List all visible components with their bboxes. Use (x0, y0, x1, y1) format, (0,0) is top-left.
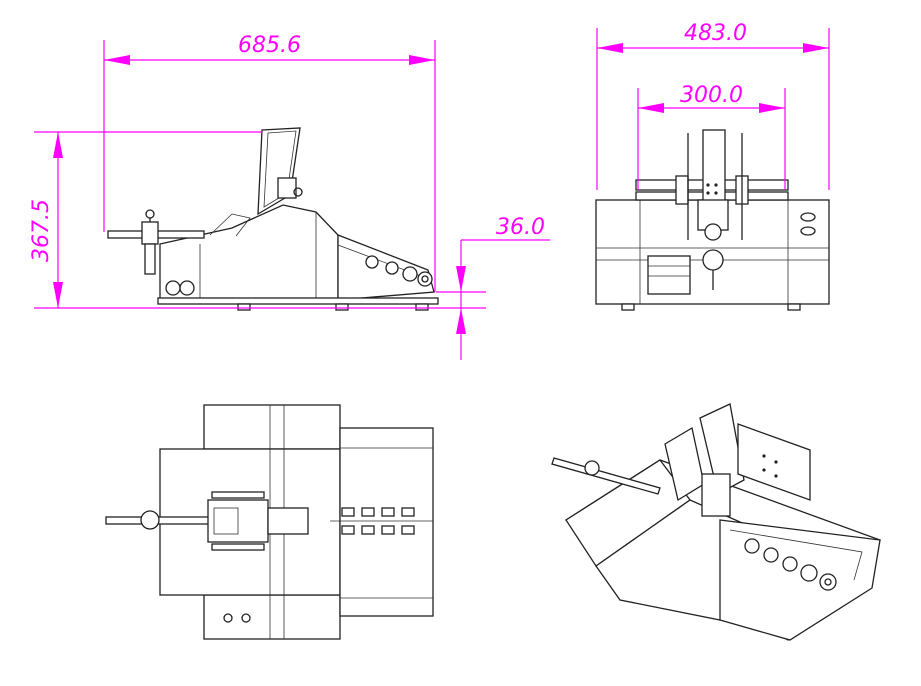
dimension-width-total: 483.0 (596, 21, 830, 190)
front-view (595, 129, 830, 311)
dimension-length: 685.6 (103, 33, 436, 292)
dimension-width-total-label: 483.0 (684, 21, 747, 46)
dimension-height-label: 367.5 (29, 199, 54, 262)
dimension-offset-label: 36.0 (496, 215, 545, 240)
dimension-width-inner-label: 300.0 (680, 83, 743, 108)
isometric-view (551, 403, 882, 641)
dimension-offset: 36.0 (436, 215, 550, 360)
dimension-annotations: 685.6 367.5 36.0 483.0 (29, 21, 830, 360)
dimension-height: 367.5 (29, 131, 486, 309)
top-view-rollers (330, 507, 433, 535)
side-view (107, 127, 439, 311)
top-view (105, 404, 434, 640)
dimension-length-label: 685.6 (238, 33, 301, 58)
dimension-width-inner: 300.0 (637, 83, 786, 190)
